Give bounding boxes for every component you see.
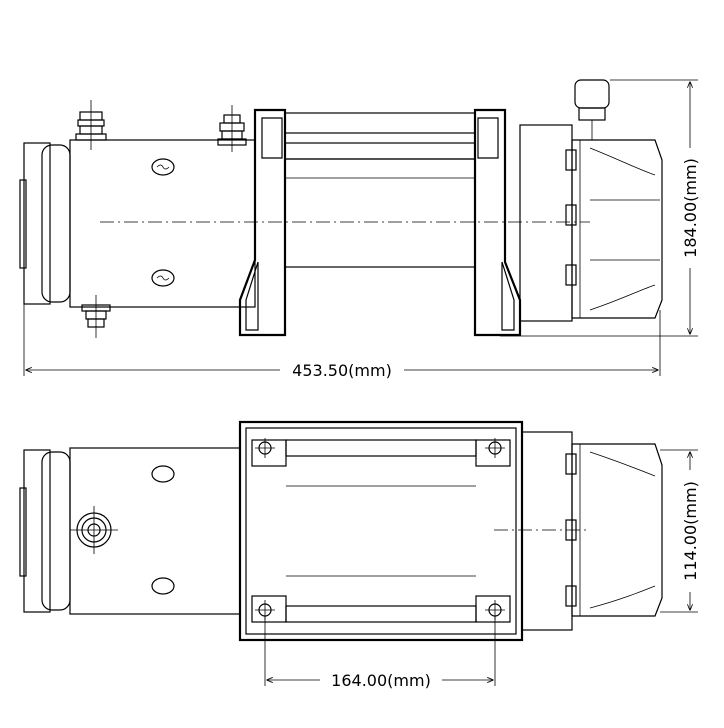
dim-overall-length: 453.50(mm) [23, 300, 661, 380]
motor-end-cap [19, 142, 71, 305]
frame-right [473, 108, 522, 337]
dim-mount-spacing-label: 164.00(mm) [331, 671, 431, 690]
dim-mount-spacing: 164.00(mm) [264, 616, 496, 690]
motor-body-top [69, 447, 241, 615]
terminal-post-top-right [217, 105, 247, 152]
top-view: 114.00(mm) 164.00(mm) [19, 420, 700, 690]
dim-overall-height-label: 184.00(mm) [681, 158, 700, 258]
terminal-post-bottom [81, 295, 111, 338]
dim-depth: 114.00(mm) [660, 449, 700, 613]
gearbox-housing [519, 124, 663, 322]
clutch-knob [574, 79, 610, 140]
dim-overall-height: 184.00(mm) [500, 79, 700, 337]
dim-depth-label: 114.00(mm) [681, 481, 700, 581]
drum [284, 112, 476, 268]
motor-end-cap-top [19, 449, 71, 613]
dim-overall-length-label: 453.50(mm) [292, 361, 392, 380]
motor-body [69, 139, 256, 308]
frame-top [238, 420, 524, 642]
gearbox-top [521, 431, 663, 631]
side-view: 453.50(mm) 184.00(mm) [19, 79, 700, 380]
terminal-post-top-left [75, 100, 107, 150]
frame-left [238, 108, 287, 337]
terminal-top-view [70, 506, 118, 554]
